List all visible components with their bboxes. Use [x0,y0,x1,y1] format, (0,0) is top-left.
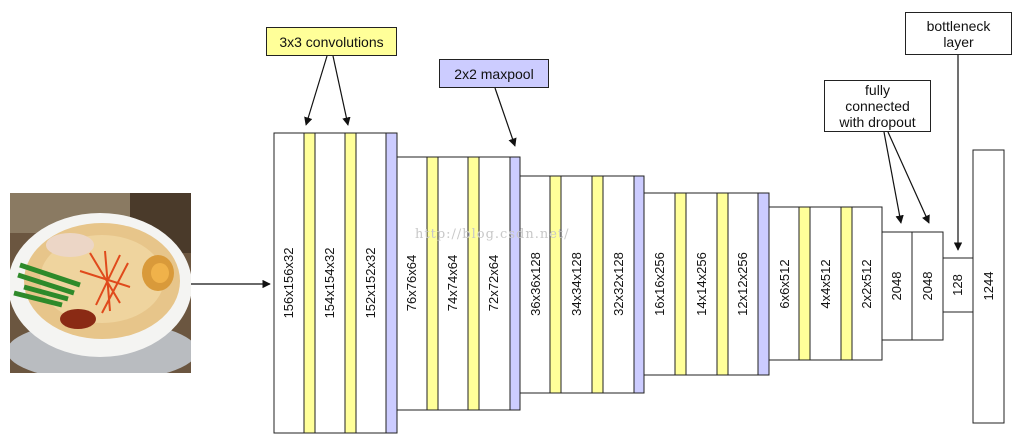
fc-layer-box [911,231,944,341]
maxpool-callout: 2x2 maxpool [439,59,549,88]
output-label: 1244 [981,272,996,301]
bottleneck-callout: bottleneck layer [905,12,1012,55]
layer-box [355,132,387,434]
input-image-ramen [10,193,191,373]
pool-strip [509,156,521,411]
block-5: 6x6x512 4x4x512 2x2x512 [768,206,883,361]
maxpool-arrow [494,87,517,147]
layer-box [643,192,676,376]
pool-strip [757,192,770,376]
layer-label: 32x32x128 [611,252,626,316]
layer-box [519,175,551,394]
bottleneck-callout-line: layer [943,33,974,50]
layer-label: 16x16x256 [652,252,667,316]
conv-strip [716,192,729,376]
fc-callout: fully connected with dropout [824,80,931,132]
fc-callout-line: with dropout [839,114,916,130]
layer-box [560,175,593,394]
layer-box [685,192,718,376]
bottleneck-callout-line: bottleneck [926,17,991,34]
conv-strip [303,132,316,434]
layer-label: 154x154x32 [322,248,337,319]
layer-label: 12x12x256 [735,252,750,316]
conv-strip [840,206,853,361]
fc-callout-line: fully [865,82,890,98]
conv-arrow [304,55,328,126]
layer-label: 76x76x64 [404,255,419,311]
layer-box [768,206,800,361]
bottleneck-label: 128 [950,274,965,296]
pool-strip [385,132,398,434]
layer-label: 152x152x32 [363,248,378,319]
layer-label: 2x2x512 [859,259,874,308]
ramen-bowl-photo [10,193,191,373]
layer-label: 74x74x64 [445,255,460,311]
layer-box [437,156,469,411]
output-box [972,149,1005,424]
conv-strip [674,192,687,376]
pool-strip [633,175,645,394]
fc-arrow [883,131,904,224]
layer-label: 4x4x512 [818,259,833,308]
conv-strip [549,175,562,394]
fully-connected-block: 2048 2048 [881,231,944,341]
conv-arrow [332,55,351,126]
fc-label: 2048 [920,272,935,301]
conv-strip [467,156,480,411]
conv-strip [591,175,604,394]
layer-box [273,132,305,434]
fc-callout-line: connected [845,98,910,114]
conv-strip [798,206,811,361]
layer-label: 36x36x128 [528,252,543,316]
block-1: 156x156x32 154x154x32 152x152x32 [273,132,398,434]
conv-callout: 3x3 convolutions [266,27,397,56]
fc-label: 2048 [889,272,904,301]
layer-box [602,175,635,394]
layer-box [809,206,842,361]
block-4: 16x16x256 14x14x256 12x12x256 [643,192,770,376]
layer-label: 72x72x64 [486,255,501,311]
watermark: http://blog.csdn.net/ [415,227,570,242]
fc-layer-box [881,231,913,341]
conv-strip [426,156,439,411]
layer-box [314,132,346,434]
bottleneck-box [942,257,974,313]
layer-label: 156x156x32 [281,248,296,319]
block-3: 36x36x128 34x34x128 32x32x128 [519,175,645,394]
layer-label: 34x34x128 [569,252,584,316]
layer-label: 14x14x256 [694,252,709,316]
conv-strip [344,132,357,434]
block-2: 76x76x64 74x74x64 72x72x64 [396,156,521,411]
layer-box [396,156,428,411]
layer-label: 6x6x512 [777,259,792,308]
fc-arrow [887,131,930,224]
